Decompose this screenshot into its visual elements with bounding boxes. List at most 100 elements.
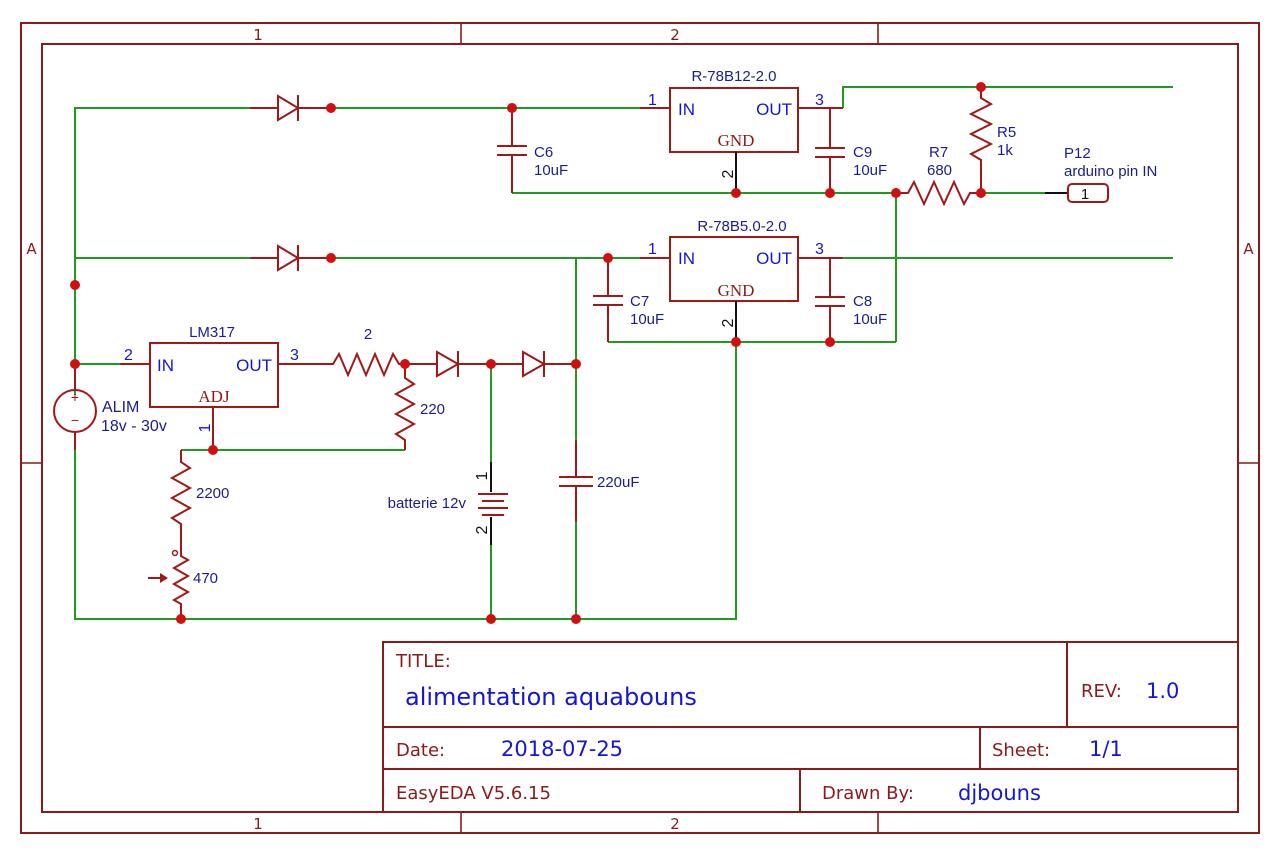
capacitor-c8[interactable]: C8 10uF xyxy=(815,258,887,342)
capacitor-c9-ref: C9 xyxy=(853,144,872,161)
battery-12v[interactable]: batterie 12v 1 2 xyxy=(388,462,508,545)
title-value: alimentation aquabouns xyxy=(405,683,697,711)
battery-value: batterie 12v xyxy=(388,495,467,512)
battery-pin-neg: 2 xyxy=(474,525,491,534)
resistor-series-2[interactable]: 2 xyxy=(328,326,405,378)
battery-pin-pos: 1 xyxy=(474,471,491,480)
junction-dot xyxy=(326,253,336,263)
junction-dot xyxy=(891,188,901,198)
capacitor-c6-value: 10uF xyxy=(534,162,568,179)
title-block: TITLE: alimentation aquabouns REV: 1.0 D… xyxy=(382,641,1239,813)
junction-dot xyxy=(825,337,835,347)
capacitor-c7[interactable]: C7 10uF xyxy=(593,258,664,342)
resistor-series-value: 2 xyxy=(364,326,372,343)
pin-name-out: OUT xyxy=(756,100,792,119)
diode-d1[interactable] xyxy=(250,94,331,122)
power-source-alim[interactable]: + − ALIM 18v - 30v xyxy=(53,364,167,450)
regulator-5v-name: R-78B5.0-2.0 xyxy=(697,218,786,235)
capacitor-c8-value: 10uF xyxy=(853,311,887,328)
capacitor-c6[interactable]: C6 10uF xyxy=(497,108,568,193)
resistor-2200[interactable]: 2200 xyxy=(169,450,229,550)
resistor-r7-value: 680 xyxy=(927,162,952,179)
junction-dot xyxy=(571,614,581,624)
junction-dot xyxy=(976,188,986,198)
lm317-name: LM317 xyxy=(189,324,235,341)
resistor-r7-ref: R7 xyxy=(929,144,948,161)
pot-wiper-dot-icon xyxy=(171,549,179,557)
potentiometer-470[interactable]: 470 xyxy=(148,549,218,619)
pin-number-gnd: 2 xyxy=(720,318,737,327)
resistor-r5-ref: R5 xyxy=(997,124,1016,141)
junction-dot xyxy=(176,614,186,624)
junction-dot xyxy=(486,359,496,369)
pin-name-out: OUT xyxy=(756,249,792,268)
junction-dot xyxy=(825,188,835,198)
pin-name-in: IN xyxy=(678,100,695,119)
regulator-body xyxy=(669,87,799,153)
column-label-bottom-2: 2 xyxy=(670,815,680,833)
software-version: EasyEDA V5.6.15 xyxy=(396,783,551,804)
connector-value: arduino pin IN xyxy=(1064,163,1157,180)
junction-dot xyxy=(70,280,80,290)
potentiometer-value: 470 xyxy=(193,570,218,587)
resistor-r7[interactable]: R7 680 xyxy=(896,144,981,207)
resistor-220[interactable]: 220 xyxy=(393,364,445,450)
resistor-r5-value: 1k xyxy=(997,142,1013,159)
sheet-label: Sheet: xyxy=(992,740,1050,761)
capacitor-220uf[interactable]: 220uF xyxy=(559,440,640,522)
capacitor-c9[interactable]: C9 10uF xyxy=(815,108,887,193)
outer-border xyxy=(20,22,1260,834)
pin-name-in: IN xyxy=(157,356,174,375)
pin-number-in: 2 xyxy=(124,347,133,364)
pin-number-out: 3 xyxy=(290,347,299,364)
pin-number-out: 3 xyxy=(815,241,824,258)
wire-12v-out xyxy=(842,86,1173,108)
sheet-value: 1/1 xyxy=(1089,737,1123,761)
connector-pin-number: 1 xyxy=(1081,186,1089,203)
diode-d4[interactable] xyxy=(491,350,576,378)
minus-sign: − xyxy=(71,412,79,428)
pin-number-in: 1 xyxy=(648,241,657,258)
capacitor-c9-value: 10uF xyxy=(853,162,887,179)
column-label-top-2: 2 xyxy=(670,26,680,44)
junction-dot xyxy=(326,103,336,113)
resistor-r5[interactable]: R5 1k xyxy=(968,87,1016,193)
junction-dot xyxy=(731,188,741,198)
junction-dot xyxy=(507,103,517,113)
pin-name-adj: ADJ xyxy=(198,387,230,406)
capacitor-c7-ref: C7 xyxy=(630,293,649,310)
diode-icon xyxy=(277,94,300,122)
drawn-by-value: djbouns xyxy=(958,781,1041,805)
junction-dot xyxy=(603,253,613,263)
junctions xyxy=(70,82,986,624)
resistor-220-value: 220 xyxy=(420,401,445,418)
capacitor-c6-ref: C6 xyxy=(534,144,553,161)
plus-sign: + xyxy=(71,389,79,405)
regulator-5v[interactable]: R-78B5.0-2.0 IN OUT GND 1 3 2 xyxy=(640,218,843,342)
date-value: 2018-07-25 xyxy=(501,737,623,761)
pin-name-gnd: GND xyxy=(718,131,755,150)
connector-p12[interactable]: 1 P12 arduino pin IN xyxy=(1045,145,1157,203)
wire-ground-bottom xyxy=(74,342,737,620)
junction-dot xyxy=(486,614,496,624)
arrow-right-icon xyxy=(160,573,168,583)
regulator-12v[interactable]: R-78B12-2.0 IN OUT GND 1 3 2 xyxy=(640,68,843,193)
wires xyxy=(74,86,1173,620)
regulator-12v-name: R-78B12-2.0 xyxy=(691,68,776,85)
rev-value: 1.0 xyxy=(1146,679,1179,703)
column-label-top-1: 1 xyxy=(253,26,263,44)
date-label: Date: xyxy=(396,740,445,761)
title-label: TITLE: xyxy=(395,651,451,672)
pin-number-adj: 1 xyxy=(197,423,214,432)
pin-number-out: 3 xyxy=(815,92,824,109)
pin-name-in: IN xyxy=(678,249,695,268)
diode-d2[interactable] xyxy=(250,244,331,272)
diode-d3[interactable] xyxy=(405,350,491,378)
junction-dot xyxy=(976,82,986,92)
junction-dot xyxy=(70,359,80,369)
capacitor-220uf-value: 220uF xyxy=(597,474,640,491)
column-label-bottom-1: 1 xyxy=(253,815,263,833)
pin-number-gnd: 2 xyxy=(720,169,737,178)
regulator-lm317[interactable]: LM317 IN OUT ADJ 2 3 1 xyxy=(120,324,328,450)
